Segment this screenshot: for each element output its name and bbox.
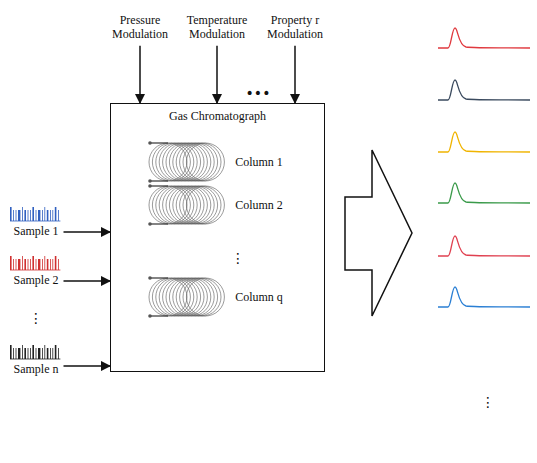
chromatogram-peaks — [438, 28, 530, 307]
ellipsis-dots: ⋮ — [481, 395, 495, 409]
sample-barcodes — [10, 207, 60, 359]
column-label: Column 2 — [233, 199, 285, 213]
node-label: Temperature Modulation — [179, 14, 255, 42]
input-arrow — [294, 46, 296, 103]
sample-label: Sample 2 — [12, 274, 61, 288]
modulation-label: Temperature Modulation — [179, 14, 255, 42]
ellipsis-dots: ⋮ — [29, 311, 43, 325]
column-label: Column q — [233, 291, 285, 305]
input-arrow — [64, 365, 111, 367]
node-label: Sample 1 — [12, 225, 61, 239]
ellipsis-dots: ••• — [246, 86, 271, 100]
input-arrow — [64, 280, 111, 282]
sample-label: Sample n — [12, 363, 61, 377]
modulation-label: Pressure Modulation — [108, 14, 172, 42]
node-label: Sample 2 — [12, 274, 61, 288]
node-label: Sample n — [12, 363, 61, 377]
node-label: Column 1 — [233, 156, 285, 170]
sample-label: Sample 1 — [12, 225, 61, 239]
node-label: Gas Chromatograph — [111, 110, 324, 124]
node-label: Column 2 — [233, 199, 285, 213]
column-coils — [148, 141, 224, 318]
node-label: Property r Modulation — [262, 14, 328, 42]
chromatograph-box: Gas ChromatographColumn 1 Column 2 Column … — [110, 103, 325, 372]
node-label: Column q — [233, 291, 285, 305]
output-arrow — [345, 150, 412, 316]
input-arrow — [216, 46, 218, 103]
node-label: Pressure Modulation — [108, 14, 172, 42]
input-arrow — [139, 46, 141, 103]
modulation-label: Property r Modulation — [262, 14, 328, 42]
column-label: Column 1 — [233, 156, 285, 170]
input-arrow — [64, 231, 111, 233]
ellipsis-dots: ⋮ — [231, 251, 245, 265]
